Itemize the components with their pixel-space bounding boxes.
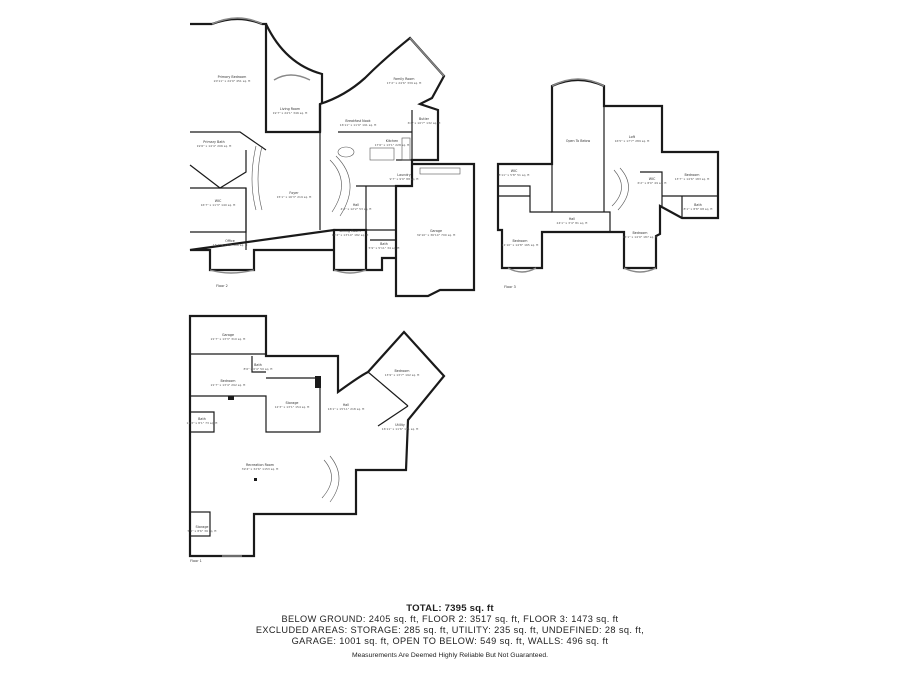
room-label: Bedroom: [221, 379, 236, 383]
room-label: Hall: [343, 403, 349, 407]
room-label: Living Room: [280, 107, 300, 111]
room-dims: 16'7" x 11'3" 140 sq. ft: [201, 203, 237, 207]
area-breakdown-line: BELOW GROUND: 2405 sq. ft, FLOOR 2: 3517…: [281, 614, 619, 624]
room-label: Family Room: [393, 77, 414, 81]
excluded-areas-line-cont: GARAGE: 1001 sq. ft, OPEN TO BELOW: 549 …: [291, 635, 609, 646]
room-label: WIC: [511, 169, 518, 173]
room-dims: 8'6" x 6'4" 50 sq. ft: [243, 367, 273, 371]
room-label: Bath: [694, 203, 702, 207]
room-label: Hall: [569, 217, 575, 221]
room-label: Primary Bath: [203, 140, 224, 144]
room-label: Foyer: [289, 191, 299, 195]
room-dims: 11'3" x 8'1" 73 sq. ft: [187, 421, 219, 425]
room-dims: 15'1" x 14'9" 187 sq. ft: [623, 235, 659, 239]
room-dims: 11'10" x 14'8" 165 sq. ft: [502, 243, 539, 247]
room-label: Bedroom: [633, 231, 648, 235]
room-dims: 4'4" x 12'2" 53 sq. ft: [341, 207, 373, 211]
room-dims: 13'7" x 14'6" 183 sq. ft: [675, 177, 711, 181]
room-dims: 13'4" x 14'3" 166 sq. ft: [213, 243, 249, 247]
room-label: Garage: [430, 229, 442, 233]
floor-label: Floor 1: [190, 559, 202, 563]
room-dims: 9'7" x 9'9" 88 sq. ft: [389, 177, 419, 181]
room-dims: 16'11" x 11'6" 171 sq. ft: [382, 427, 419, 431]
room-label: Bath: [380, 242, 388, 246]
room-label: Storage: [196, 525, 209, 529]
room-label: Office: [225, 239, 235, 243]
room-label: WIC: [649, 177, 656, 181]
room-label: Dining Room: [339, 229, 360, 233]
room-dims: 24'1" x 3'4" 81 sq. ft: [557, 221, 589, 225]
room-dims: 12'3" x 13'1" 154 sq. ft: [275, 405, 311, 409]
room-dims: 19'6" x 14'4" 206 sq. ft: [197, 144, 233, 148]
room-label: Utility: [395, 423, 405, 427]
floor-1-plan: Garage 21'7" x 13'3" 310 sq. ft Bath 8'6…: [187, 314, 446, 563]
room-dims: 8'11" x 5'8" 51 sq. ft: [499, 173, 531, 177]
floor-label: Floor 3: [504, 285, 516, 289]
room-dims: 13'2" x 13'10" 182 sq. ft: [332, 233, 369, 237]
excluded-areas-line: EXCLUDED AREAS: STORAGE: 285 sq. ft, UTI…: [255, 624, 645, 635]
column-marker: [315, 376, 321, 388]
room-dims: 32'10" x 36'10" 700 sq. ft: [417, 233, 456, 237]
room-dims: 19'7" x 24'1" 346 sq. ft: [273, 111, 309, 115]
room-dims: 6'4" x 10'7" 132 sq. ft: [408, 121, 442, 125]
room-dims: 5'6" x 8'6" 36 sq. ft: [187, 529, 217, 533]
room-dims: 21'7" x 13'3" 310 sq. ft: [211, 337, 247, 341]
room-dims: 20'11" x 24'9" 451 sq. ft: [214, 79, 251, 83]
room-label: Bedroom: [395, 369, 410, 373]
room-label: Garage: [222, 333, 234, 337]
total-area-title: TOTAL: 7395 sq. ft: [406, 603, 494, 614]
room-label: Bath: [198, 417, 206, 421]
floor-3-plan: Open To Below Loft 16'5" x 17'7" 289 sq.…: [496, 78, 720, 289]
column-marker: [254, 478, 257, 481]
room-label: Bath: [254, 363, 262, 367]
room-label: Hall: [353, 203, 359, 207]
room-label: Breakfast Nook: [345, 119, 370, 123]
room-label: Storage: [286, 401, 299, 405]
column-marker: [228, 396, 234, 400]
room-dims: 13'9" x 13'7" 192 sq. ft: [385, 373, 421, 377]
area-totals: TOTAL: 7395 sq. ft BELOW GROUND: 2405 sq…: [0, 603, 900, 646]
room-dims: 15'1" x 16'3" 219 sq. ft: [277, 195, 313, 199]
room-label: Primary Bedroom: [218, 75, 247, 79]
room-dims: 16'11" x 11'9" 191 sq. ft: [340, 123, 377, 127]
room-dims: 16'5" x 17'7" 289 sq. ft: [615, 139, 651, 143]
room-dims: 8'1" x 8'8" 68 sq. ft: [683, 207, 713, 211]
room-label: Open To Below: [566, 139, 591, 143]
room-label: Recreation Room: [246, 463, 274, 467]
room-dims: 17'2" x 24'6" 339 sq. ft: [387, 81, 423, 85]
floor-2-plan: Primary Bedroom 20'11" x 24'9" 451 sq. f…: [189, 17, 476, 298]
room-label: Laundry: [397, 173, 410, 177]
room-label: Bedroom: [685, 173, 700, 177]
room-dims: 39'4" x 32'6" 1153 sq. ft: [242, 467, 279, 471]
room-label: Butler: [419, 117, 430, 121]
room-dims: 16'1" x 15'11" 218 sq. ft: [328, 407, 365, 411]
room-dims: 17'6" x 13'1" 228 sq. ft: [375, 143, 411, 147]
room-dims: 21'7" x 13'4" 292 sq. ft: [211, 383, 247, 387]
floor-label: Floor 2: [216, 284, 228, 288]
floor-plan-drawing: Primary Bedroom 20'11" x 24'9" 451 sq. f…: [187, 17, 720, 563]
room-label: Loft: [629, 135, 636, 139]
room-dims: 6'2" x 8'0" 49 sq. ft: [637, 181, 667, 185]
disclaimer: Measurements Are Deemed Highly Reliable …: [351, 652, 549, 659]
room-label: WIC: [215, 199, 222, 203]
room-dims: 5'9" x 5'11" 34 sq. ft: [369, 246, 401, 250]
room-label: Bedroom: [513, 239, 528, 243]
room-label: Kitchen: [386, 139, 398, 143]
